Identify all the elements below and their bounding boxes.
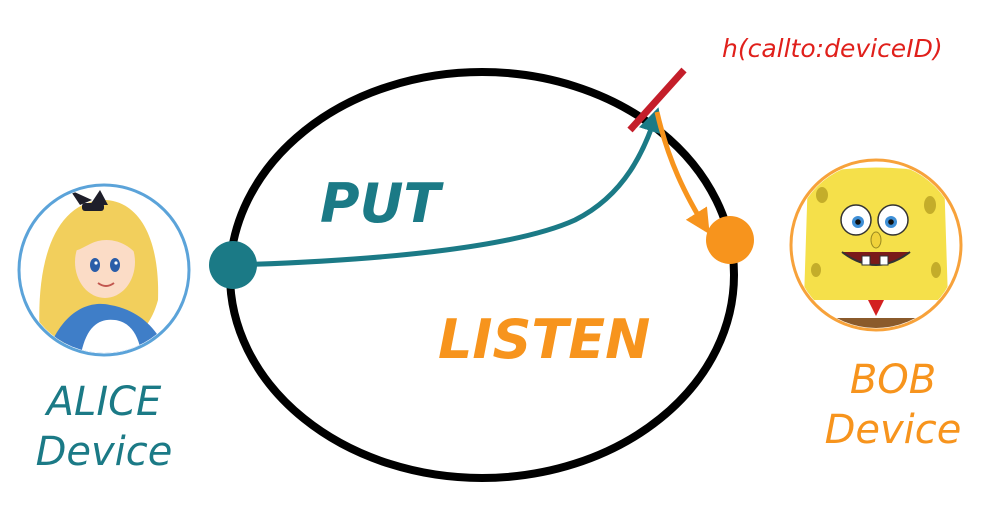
listen-arrow xyxy=(654,111,710,235)
put-label: PUT xyxy=(320,172,444,235)
bob-node xyxy=(706,216,754,264)
hash-marker xyxy=(627,67,687,133)
listen-label: LISTEN xyxy=(438,308,650,371)
bob-avatar xyxy=(789,158,963,332)
alice-label-line1: ALICE xyxy=(44,379,162,425)
alice-avatar xyxy=(17,183,191,357)
hash-label: h(callto:deviceID) xyxy=(722,34,943,63)
alice-node xyxy=(209,241,257,289)
put-arrow xyxy=(232,107,663,268)
alice-cartoon-icon xyxy=(39,190,170,353)
dht-ring xyxy=(226,68,738,482)
alice-label-line2: Device xyxy=(36,429,173,475)
bob-label-line2: Device xyxy=(825,407,962,453)
spongebob-cartoon-icon xyxy=(804,167,948,328)
bob-label-line1: BOB xyxy=(850,357,936,403)
